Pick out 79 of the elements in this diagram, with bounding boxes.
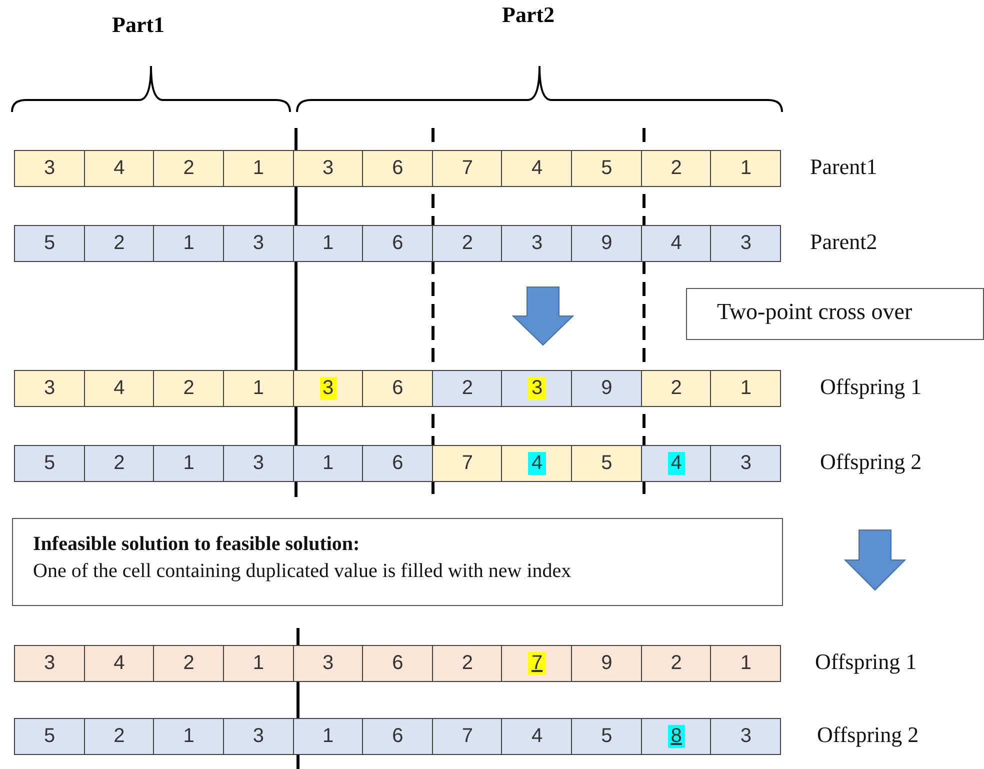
highlighted-value: 3: [528, 377, 546, 400]
chromosome-cell: 4: [501, 150, 573, 187]
chromosome-cell: 5: [14, 718, 86, 755]
chromosome-cell: 2: [640, 370, 712, 407]
chromosome-cell: 9: [571, 225, 642, 262]
text-box: [686, 288, 984, 340]
chromosome-cell: 3: [14, 150, 86, 187]
chromosome-cell: 1: [292, 718, 364, 755]
chromosome-cell: 3: [222, 445, 294, 482]
chromosome-cell: 3: [222, 718, 294, 755]
box-text: Two-point cross over: [717, 299, 912, 325]
chromosome-cell: 2: [432, 645, 503, 682]
chromosome-cell: 2: [640, 150, 712, 187]
chromosome-cell: 5: [14, 445, 86, 482]
part-label: Part1: [112, 12, 165, 38]
row-label: Offspring 2: [817, 722, 919, 748]
chromosome-cell: 1: [292, 445, 364, 482]
chromosome-cell: 5: [571, 445, 642, 482]
chromosome-cell: 1: [710, 645, 782, 682]
chromosome-cell: 7: [432, 445, 503, 482]
highlighted-value: 7: [528, 652, 546, 675]
part-label: Part2: [502, 2, 555, 28]
chromosome-cell: 1: [292, 225, 364, 262]
row-label: Offspring 2: [820, 449, 922, 475]
chromosome-cell: 6: [362, 370, 434, 407]
chromosome-cell: 6: [362, 225, 434, 262]
chromosome-cell: 2: [432, 370, 503, 407]
chromosome-cell: 3: [292, 645, 364, 682]
row-label: Offspring 1: [815, 649, 917, 675]
chromosome-cell: 4: [84, 370, 155, 407]
chromosome-cell: 3: [222, 225, 294, 262]
chromosome-cell: 6: [362, 150, 434, 187]
chromosome-cell: 3: [710, 718, 782, 755]
chromosome-cell: 7: [432, 718, 503, 755]
chromosome-cell: 2: [153, 150, 224, 187]
chromosome-cell: 3: [710, 445, 782, 482]
text-box: [12, 518, 783, 606]
chromosome-cell: 2: [84, 718, 155, 755]
chromosome-cell: 5: [571, 718, 642, 755]
highlighted-value: 4: [668, 452, 685, 475]
chromosome-cell: 2: [153, 370, 224, 407]
chromosome-cell: 3: [292, 150, 364, 187]
box-text: One of the cell containing duplicated value is filled with new index: [33, 560, 572, 583]
chromosome-cell: 2: [84, 445, 155, 482]
highlighted-value: 8: [668, 725, 685, 748]
chromosome-cell: 1: [153, 445, 224, 482]
highlighted-value: 3: [320, 377, 337, 400]
chromosome-cell: 1: [222, 645, 294, 682]
chromosome-cell: 3: [14, 645, 86, 682]
chromosome-cell: 5: [14, 225, 86, 262]
chromosome-cell: 6: [362, 718, 434, 755]
chromosome-cell: 4: [640, 225, 712, 262]
chromosome-cell: 2: [640, 645, 712, 682]
chromosome-cell: 2: [432, 225, 503, 262]
chromosome-cell: 7: [432, 150, 503, 187]
chromosome-cell: 4: [84, 645, 155, 682]
chromosome-cell: 1: [153, 225, 224, 262]
chromosome-cell: 3: [710, 225, 782, 262]
chromosome-cell: 9: [571, 370, 642, 407]
chromosome-cell: 1: [710, 370, 782, 407]
chromosome-cell: 3: [501, 225, 573, 262]
box-heading: Infeasible solution to feasible solution:: [33, 533, 360, 556]
chromosome-cell: 4: [84, 150, 155, 187]
chromosome-cell: 3: [14, 370, 86, 407]
chromosome-cell: 2: [153, 645, 224, 682]
chromosome-cell: 4: [501, 718, 573, 755]
chromosome-cell: 6: [362, 445, 434, 482]
chromosome-cell: 9: [571, 645, 642, 682]
chromosome-cell: 2: [84, 225, 155, 262]
row-label: Offspring 1: [820, 374, 922, 400]
row-label: Parent1: [810, 154, 878, 180]
chromosome-cell: 1: [710, 150, 782, 187]
chromosome-cell: 6: [362, 645, 434, 682]
chromosome-cell: 1: [222, 370, 294, 407]
row-label: Parent2: [810, 229, 878, 255]
chromosome-cell: 1: [222, 150, 294, 187]
highlighted-value: 4: [528, 452, 546, 475]
chromosome-cell: 1: [153, 718, 224, 755]
chromosome-cell: 5: [571, 150, 642, 187]
